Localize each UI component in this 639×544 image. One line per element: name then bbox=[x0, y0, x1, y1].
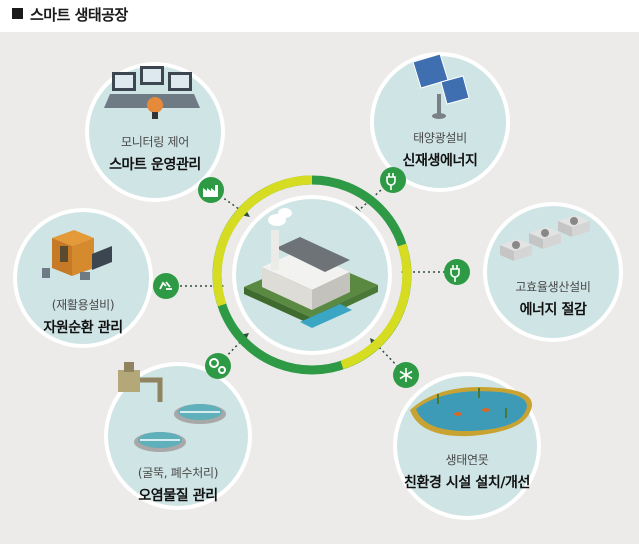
node-title: 친환경 시설 설치/개선 bbox=[404, 475, 530, 491]
header: 스마트 생태공장 bbox=[0, 0, 639, 32]
central-hub bbox=[212, 175, 412, 375]
node-ecology: 생태연못 친환경 시설 설치/개선 bbox=[404, 451, 530, 492]
node-subtitle: 태양광설비 bbox=[413, 131, 467, 145]
factory-illustration bbox=[244, 208, 378, 328]
node-title: 스마트 운영관리 bbox=[109, 157, 201, 173]
illustration-eco-pond bbox=[410, 386, 532, 437]
circle-renewable bbox=[374, 56, 506, 188]
hub-ring-yellow-left bbox=[212, 175, 313, 307]
badges bbox=[153, 167, 470, 388]
node-title: 자원순환 관리 bbox=[43, 320, 123, 336]
diagram-panel: 모니터링 제어 스마트 운영관리 태양광설비 신재생에너지 고효율생산설비 에너… bbox=[0, 32, 639, 544]
node-title: 신재생에너지 bbox=[402, 153, 478, 169]
circle-efficiency bbox=[487, 206, 619, 338]
node-title: 에너지 절감 bbox=[519, 302, 587, 318]
square-bullet-icon bbox=[12, 8, 23, 19]
illustration-hvac-units bbox=[500, 215, 590, 261]
plug-icon bbox=[380, 167, 406, 193]
node-subtitle: (재활용설비) bbox=[51, 298, 115, 312]
plug-icon bbox=[444, 259, 470, 285]
snowflake-icon bbox=[393, 362, 419, 388]
node-subtitle: 모니터링 제어 bbox=[121, 135, 189, 149]
hub-ring-yellow-right bbox=[340, 243, 412, 370]
illustration-monitoring bbox=[104, 66, 200, 119]
node-renewable: 태양광설비 신재생에너지 bbox=[403, 129, 478, 170]
page-title: 스마트 생태공장 bbox=[12, 4, 128, 25]
factory-pond bbox=[300, 304, 352, 328]
smart-eco-factory-diagram bbox=[13, 52, 623, 520]
node-recycling: (재활용설비) 자원순환 관리 bbox=[43, 296, 123, 337]
illustration-wastewater bbox=[118, 362, 226, 452]
page-title-text: 스마트 생태공장 bbox=[30, 6, 128, 24]
gears-icon bbox=[205, 353, 231, 379]
illustration-recycling bbox=[42, 230, 112, 280]
node-subtitle: 고효율생산설비 bbox=[515, 280, 591, 294]
node-title: 오염물질 관리 bbox=[138, 488, 218, 504]
node-monitoring: 모니터링 제어 스마트 운영관리 bbox=[109, 133, 201, 174]
factory-roof bbox=[276, 237, 350, 272]
node-pollution: (굴뚝, 폐수처리) 오염물질 관리 bbox=[137, 464, 219, 505]
recycle-icon bbox=[153, 273, 179, 299]
chimney bbox=[271, 230, 279, 270]
illustration-solar-panels bbox=[412, 53, 470, 119]
node-efficiency: 고효율생산설비 에너지 절감 bbox=[515, 278, 590, 319]
node-subtitle: 생태연못 bbox=[445, 453, 489, 467]
circle-monitoring bbox=[89, 66, 221, 198]
node-subtitle: (굴뚝, 폐수처리) bbox=[137, 466, 219, 480]
factory-icon bbox=[198, 177, 224, 203]
